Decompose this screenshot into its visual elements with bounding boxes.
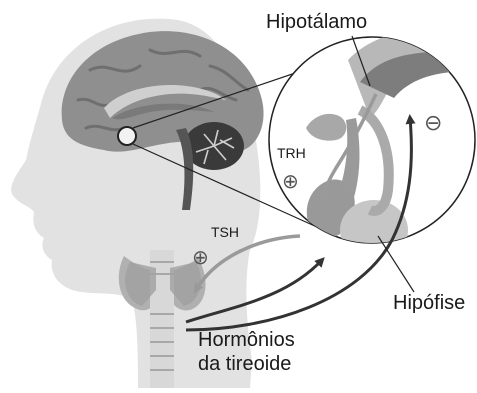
hypothalamus-locator-circle <box>118 127 136 145</box>
hypothalamus-label: Hipotálamo <box>266 12 367 32</box>
pituitary-label: Hipófise <box>393 293 465 313</box>
minus-circle-icon: ⊖ <box>424 113 442 135</box>
tsh-label: TSH <box>211 225 239 239</box>
plus-circle-icon: ⊕ <box>282 171 299 191</box>
thyroid-hormones-label-line2: da tireoide <box>198 352 295 376</box>
plus-circle-icon: ⊕ <box>192 247 209 267</box>
thyroid-hormones-label-line1: Hormônios <box>198 328 295 352</box>
trh-label: TRH <box>277 146 306 160</box>
thyroid-hormones-label: Hormônios da tireoide <box>198 328 295 376</box>
